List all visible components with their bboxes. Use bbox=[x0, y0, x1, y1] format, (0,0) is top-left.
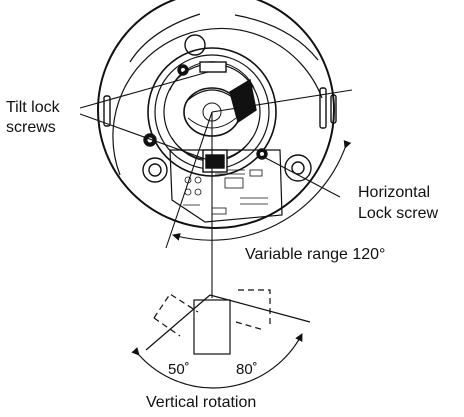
horizontal-label-line2: Lock screw bbox=[358, 205, 438, 222]
horizontal-range-arc bbox=[172, 140, 352, 241]
angle-right-label: 80˚ bbox=[236, 361, 258, 378]
vertical-rotation-arc bbox=[131, 333, 303, 389]
camera-body-center bbox=[193, 299, 231, 355]
mounting-boss-left bbox=[142, 157, 168, 183]
camera-top-view bbox=[97, 0, 337, 229]
tilt-lock-label-line2: screws bbox=[6, 119, 56, 136]
variable-range-label: Variable range 120° bbox=[245, 246, 385, 263]
mounting-boss-top bbox=[184, 34, 206, 56]
vertical-rotation-diagram bbox=[131, 289, 311, 389]
horizontal-label-line1: Horizontal bbox=[358, 184, 430, 201]
tilt-leader-1 bbox=[79, 71, 209, 109]
range-line-right bbox=[211, 89, 353, 113]
camera-body-tilt-right bbox=[238, 289, 271, 326]
vertical-rotation-label: Vertical rotation bbox=[146, 394, 256, 411]
inner-housing-arc bbox=[112, 27, 323, 176]
mounting-boss-right bbox=[284, 154, 312, 182]
camera-body-tilt-left bbox=[153, 293, 199, 319]
angle-left-label: 50˚ bbox=[168, 361, 190, 378]
tilt-lock-label-line1: Tilt lock bbox=[6, 99, 61, 116]
